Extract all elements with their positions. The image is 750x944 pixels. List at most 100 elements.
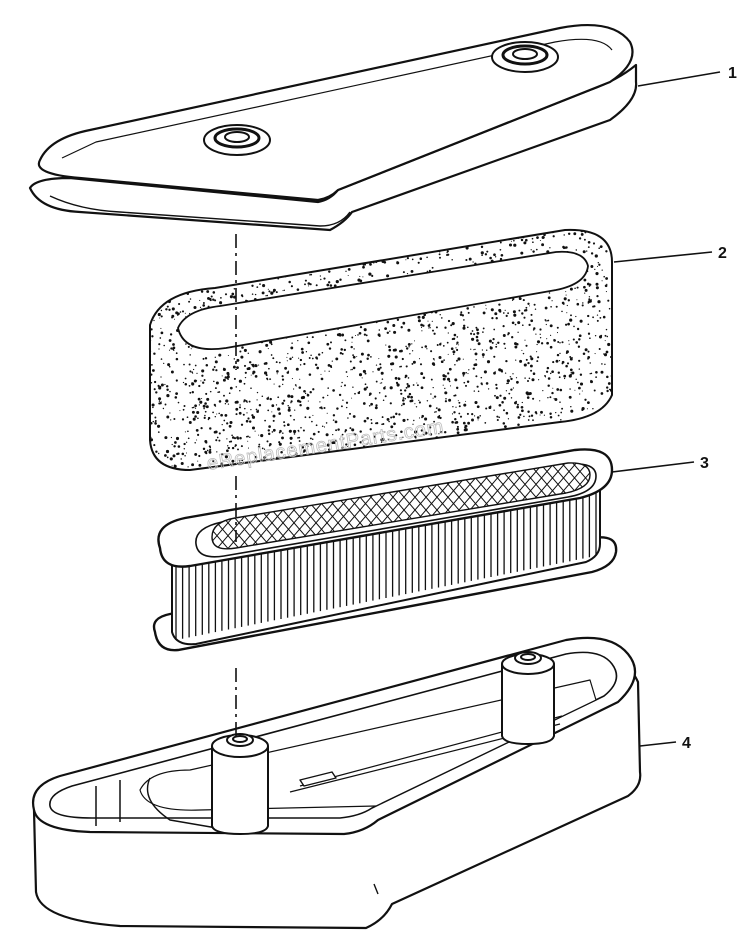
foam-speck [349,360,352,363]
foam-speck [449,385,452,387]
foam-speck [587,314,590,318]
foam-speck [272,428,276,432]
foam-speck [551,370,554,374]
foam-speck [329,284,333,287]
foam-speck [238,472,241,475]
foam-speck [224,293,228,296]
foam-speck [232,365,236,369]
foam-speck [609,388,612,392]
foam-speck [335,357,339,361]
foam-speck [417,319,421,323]
foam-speck [165,385,169,388]
foam-speck [191,391,194,394]
foam-speck [283,289,285,291]
foam-speck [593,389,596,392]
foam-speck [483,433,486,437]
foam-speck [189,298,192,300]
foam-speck [440,360,444,364]
foam-speck [444,326,447,329]
foam-speck [283,421,286,424]
foam-speck [607,342,611,347]
foam-speck [443,430,447,434]
foam-speck [187,277,189,279]
foam-speck [176,452,179,456]
foam-speck [493,371,496,375]
foam-speck [160,358,163,360]
foam-speck [160,327,162,329]
foam-speck [408,392,412,396]
foam-speck [547,319,550,322]
foam-speck [433,332,436,335]
foam-speck [582,250,586,254]
foam-speck [305,232,308,234]
foam-speck [351,397,353,399]
foam-speck [305,250,308,254]
foam-speck [208,274,211,277]
foam-speck [244,371,247,374]
foam-speck [487,388,490,390]
foam-speck [402,445,405,448]
foam-speck [233,358,236,360]
foam-speck [404,450,407,452]
foam-speck [516,405,519,409]
foam-speck [347,274,349,277]
foam-speck [499,241,502,244]
foam-speck [325,459,328,462]
foam-speck [180,458,182,460]
foam-speck [347,268,351,271]
foam-speck [345,270,347,272]
foam-speck [290,285,293,288]
foam-speck [183,442,186,446]
foam-speck [190,242,192,244]
foam-speck [423,423,426,426]
foam-speck [197,255,200,258]
foam-speck [442,467,444,470]
cover-side-wall [28,63,638,232]
foam-speck [181,418,185,421]
foam-speck [174,441,177,444]
foam-speck [596,294,599,298]
foam-speck [256,399,258,401]
foam-speck [244,376,247,379]
foam-speck [594,226,596,228]
foam-speck [292,388,295,390]
foam-speck [601,363,603,365]
foam-speck [180,280,182,282]
foam-speck [352,459,354,462]
foam-speck [327,364,331,367]
foam-speck [164,295,167,298]
foam-speck [260,458,263,461]
foam-speck [484,253,488,256]
foam-speck [502,312,505,314]
foam-speck [393,247,397,251]
foam-speck [311,420,313,423]
foam-speck [194,285,196,287]
foam-speck [493,445,497,449]
foam-speck [196,439,198,441]
foam-speck [260,256,264,260]
foam-speck [243,399,246,402]
foam-speck [213,366,216,368]
foam-speck [239,258,242,262]
foam-speck [559,440,563,444]
foam-speck [222,428,225,432]
foam-speck [266,294,269,297]
foam-speck [348,459,350,462]
foam-speck [294,409,296,411]
foam-speck [519,413,522,416]
foam-speck [428,404,432,408]
foam-speck [308,285,310,287]
foam-speck [292,245,296,249]
foam-speck [345,228,347,230]
foam-speck [471,337,475,341]
foam-speck [369,263,372,266]
foam-speck [430,378,433,381]
foam-speck [609,242,612,246]
foam-speck [441,230,443,232]
foam-speck [168,308,171,311]
foam-speck [390,416,393,419]
foam-speck [503,342,506,345]
foam-speck [192,406,195,409]
foam-speck [160,376,162,378]
foam-speck [214,356,216,358]
